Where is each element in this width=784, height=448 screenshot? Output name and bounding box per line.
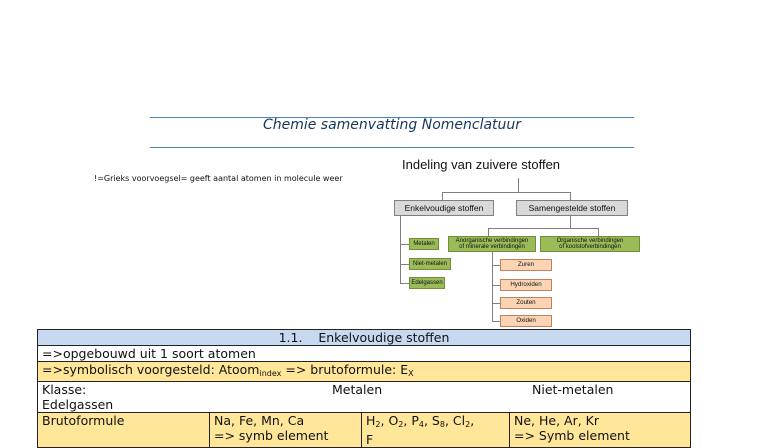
table-row: =>opgebouwd uit 1 soort atomen: [37, 345, 691, 362]
summary-table: 1.1. Enkelvoudige stoffen =>opgebouwd ui…: [37, 329, 691, 448]
edelgassen-formules-line-2: => Symb element: [514, 428, 630, 443]
formula-s: , S: [423, 413, 440, 429]
note-text: !=Grieks voorvoegsel= geeft aantal atome…: [94, 174, 343, 183]
cell-metalen-formules: Na, Fe, Mn, Ca => symb element: [209, 412, 362, 448]
connector-line: [492, 285, 500, 286]
connector-line: [442, 192, 443, 200]
symbolisch-text: =>symbolisch voorgesteld: Atoom: [42, 362, 260, 378]
connector-line: [598, 228, 599, 236]
connector-line: [488, 228, 598, 229]
table-section-header: 1.1. Enkelvoudige stoffen: [37, 329, 691, 346]
connector-line: [570, 192, 571, 200]
box-niet-metalen: Niet-metalen: [409, 258, 451, 270]
header-bottom-rule: [150, 147, 634, 148]
box-edelgassen: Edelgassen: [409, 277, 445, 289]
connector-line: [442, 192, 570, 193]
row-opgebouwd: =>opgebouwd uit 1 soort atomen: [37, 345, 691, 362]
header-top-rule: [150, 117, 634, 118]
formula-o: , O: [380, 413, 399, 429]
anorganisch-line-2: of minerale verbindingen: [459, 244, 525, 250]
formula-cl-sub: 2: [465, 420, 471, 429]
section-heading: 1.1. Enkelvoudige stoffen: [37, 329, 691, 346]
box-metalen: Metalen: [409, 238, 439, 250]
connector-line: [518, 178, 519, 192]
connector-line: [570, 216, 571, 228]
connector-line: [492, 303, 500, 304]
connector-line: [488, 228, 489, 236]
box-samengestelde-stoffen: Samengestelde stoffen: [516, 200, 628, 216]
formula-h-sub: 2: [375, 420, 381, 429]
connector-line: [492, 265, 500, 266]
metalen-formules-line-2: => symb element: [214, 428, 329, 443]
organisch-line-2: of koolstofverbindingen: [559, 244, 621, 250]
connector-line: [492, 321, 500, 322]
formula-s-sub: 8: [439, 420, 445, 429]
formula-p: , P: [403, 413, 419, 429]
box-anorganische-verbindingen: Anorganische verbindingen of minerale ve…: [448, 236, 536, 252]
cell-edelgassen-formules: Ne, He, Ar, Kr => Symb element: [509, 412, 691, 448]
formula-p-sub: 4: [418, 420, 424, 429]
box-enkelvoudige-stoffen: Enkelvoudige stoffen: [394, 200, 494, 216]
document-title: Chemie samenvatting Nomenclatuur: [262, 117, 522, 133]
connector-line: [400, 264, 409, 265]
section-title: Enkelvoudige stoffen: [318, 330, 450, 345]
symbolisch-index: index: [259, 369, 282, 378]
table-row: =>symbolisch voorgesteld: Atoomindex => …: [37, 361, 691, 382]
box-hydroxiden: Hydroxiden: [500, 279, 552, 291]
table-row: Klasse: Metalen Niet-metalen Edelgassen: [37, 381, 691, 413]
cell-niet-metalen-formules: H2, O2, P4, S8, Cl2, F: [361, 412, 510, 448]
box-organische-verbindingen: Organische verbindingen of koolstofverbi…: [540, 236, 640, 252]
row-symbolisch: =>symbolisch voorgesteld: Atoomindex => …: [37, 361, 691, 382]
cell-brutoformule-label: Brutoformule: [37, 412, 210, 448]
section-number: 1.1.: [278, 330, 303, 345]
organisch-line-1: Organische verbindingen: [556, 237, 624, 244]
niet-metalen-formules-line-2: F: [366, 432, 374, 447]
table-row: Brutoformule Na, Fe, Mn, Ca => symb elem…: [37, 412, 691, 448]
connector-line: [400, 216, 401, 283]
niet-metalen-formules-line-1: H2, O2, P4, S8, Cl2,: [366, 413, 505, 433]
klasse-metalen: Metalen: [332, 382, 383, 398]
box-zouten: Zouten: [500, 297, 552, 309]
formula-cl: , Cl: [444, 413, 466, 429]
box-oxiden: Oxiden: [500, 315, 552, 327]
brutoformule-index: X: [408, 369, 414, 378]
klasse-label: Klasse:: [42, 382, 87, 398]
brutoformule-text: => brutoformule: E: [281, 362, 409, 378]
klasse-niet-metalen: Niet-metalen: [532, 382, 614, 398]
classification-diagram: Indeling van zuivere stoffen Enkelvoudig…: [388, 152, 648, 330]
formula-o-sub: 2: [398, 420, 404, 429]
anorganisch-line-1: Anorganische verbindingen: [455, 237, 529, 244]
row-klasse: Klasse: Metalen Niet-metalen Edelgassen: [37, 381, 691, 413]
connector-line: [400, 244, 409, 245]
connector-line: [492, 252, 493, 322]
formula-tail: ,: [470, 413, 475, 429]
formula-h: H: [366, 413, 376, 429]
edelgassen-formules-line-1: Ne, He, Ar, Kr: [514, 413, 599, 429]
klasse-edelgassen: Edelgassen: [42, 397, 114, 412]
diagram-title: Indeling van zuivere stoffen: [402, 157, 561, 172]
connector-line: [400, 283, 409, 284]
box-zuren: Zuren: [500, 259, 552, 271]
metalen-formules-line-1: Na, Fe, Mn, Ca: [214, 413, 305, 429]
